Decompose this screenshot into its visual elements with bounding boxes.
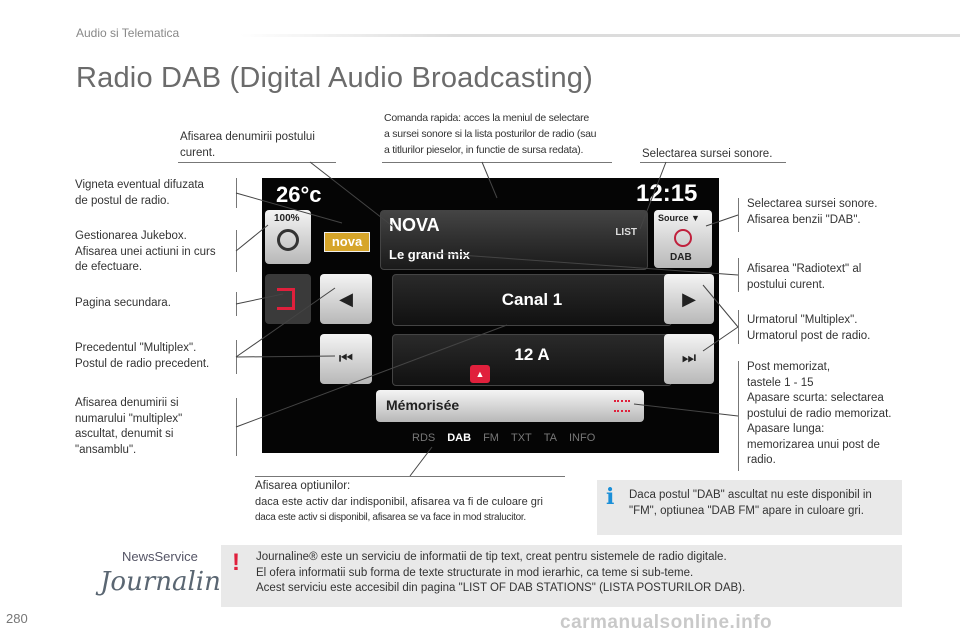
info-icon: i xyxy=(606,484,615,510)
clock-display: 12:15 xyxy=(636,180,698,207)
radio-screen: 26°c 12:15 100% nova NOVA LIST Le grand … xyxy=(262,178,719,453)
callout-jukebox: Gestionarea Jukebox.Afisarea unei actiun… xyxy=(75,230,216,273)
leader-line xyxy=(235,355,336,358)
callout-previous: Precedentul "Multiplex".Postul de radio … xyxy=(75,342,210,370)
option-info[interactable]: INFO xyxy=(569,432,596,444)
leader-line xyxy=(235,324,508,428)
callout-bracket xyxy=(738,258,739,292)
prev-icon: ◀ xyxy=(339,289,353,309)
callout-bracket xyxy=(738,361,739,471)
callout-rule xyxy=(255,476,565,477)
leader-line xyxy=(431,252,739,276)
leader-line xyxy=(235,224,269,252)
temperature-display: 26°c xyxy=(276,182,322,207)
next-station-button[interactable]: ⏭ xyxy=(664,334,714,384)
section-header: Audio si Telematica xyxy=(76,26,180,40)
station-name: NOVA xyxy=(389,215,440,235)
station-logo: nova xyxy=(324,232,370,252)
option-rds[interactable]: RDS xyxy=(412,432,436,444)
page-title: Radio DAB (Digital Audio Broadcasting) xyxy=(76,62,593,94)
option-ta[interactable]: TA xyxy=(543,432,557,444)
callout-bracket xyxy=(738,198,739,232)
leader-line xyxy=(705,214,739,227)
callout-bracket xyxy=(738,310,739,344)
up-arrow-icon: ▲ xyxy=(475,369,485,379)
dab-band-label: DAB xyxy=(670,252,692,263)
callout-source-band: Selectarea sursei sonore.Afisarea benzii… xyxy=(747,198,878,226)
callout-options: Afisarea optiunilor: daca este activ dar… xyxy=(255,480,543,523)
callout-secondary-page: Pagina secundara. xyxy=(75,297,171,309)
next-icon: ▶ xyxy=(682,289,696,309)
callout-rule xyxy=(382,162,612,163)
leader-line xyxy=(702,326,739,352)
list-label[interactable]: LIST xyxy=(615,227,637,238)
volume-label: 100% xyxy=(274,213,300,224)
ensemble-name-field: Canal 1 xyxy=(392,274,672,326)
option-dab[interactable]: DAB xyxy=(447,432,472,444)
info-note: i Daca postul "DAB" ascultat nu este dis… xyxy=(597,480,902,535)
radiotext-display: Le grand mix xyxy=(389,247,470,262)
radio-signal-icon xyxy=(674,229,692,247)
leader-line xyxy=(633,403,739,417)
info-note-text: Daca postul "DAB" ascultat nu este dispo… xyxy=(629,489,872,501)
previous-station-button[interactable]: ⏮ xyxy=(320,334,372,384)
leader-line xyxy=(481,161,498,199)
source-button[interactable]: Source ▼ DAB xyxy=(654,210,712,268)
callout-rule xyxy=(640,162,786,163)
jukebox-button[interactable]: 100% xyxy=(265,210,311,264)
journaline-logo: NewsService Journaline xyxy=(100,549,237,597)
seek-back-icon: ⏮ xyxy=(338,350,354,367)
option-txt[interactable]: TXT xyxy=(510,432,532,444)
leader-line xyxy=(409,446,433,477)
leader-line xyxy=(235,293,284,305)
leader-line xyxy=(639,161,667,230)
secondary-page-button[interactable] xyxy=(265,274,311,324)
header-rule xyxy=(240,34,960,37)
previous-multiplex-button[interactable]: ◀ xyxy=(320,274,372,324)
leader-line xyxy=(235,287,336,358)
callout-source-top: Selectarea sursei sonore. xyxy=(642,148,773,160)
preset-bars-icon xyxy=(614,400,630,412)
leader-line xyxy=(702,284,739,328)
callout-rule xyxy=(178,162,336,163)
seek-forward-icon: ⏭ xyxy=(681,350,697,367)
next-multiplex-button[interactable]: ▶ xyxy=(664,274,714,324)
jukebox-icon xyxy=(277,229,299,251)
leader-line xyxy=(309,161,401,233)
warning-note: ! Journaline® este un serviciu de inform… xyxy=(221,545,902,607)
callout-quick-command: Comanda rapida: acces la meniul de selec… xyxy=(384,112,597,156)
station-name-field[interactable]: NOVA LIST Le grand mix xyxy=(380,210,648,270)
callout-next: Urmatorul "Multiplex".Urmatorul post de … xyxy=(747,314,871,342)
options-bar: RDS DAB FM TXT TA INFO xyxy=(412,432,648,448)
warning-icon: ! xyxy=(232,549,240,576)
page-number: 280 xyxy=(6,611,28,626)
expand-up-button[interactable]: ▲ xyxy=(470,365,490,383)
option-fm[interactable]: FM xyxy=(483,432,499,444)
info-note-text: "FM", optiunea "DAB FM" apare in culoare… xyxy=(629,504,864,517)
leader-line xyxy=(235,192,343,224)
watermark: carmanualsonline.info xyxy=(560,612,773,633)
memorized-station-button[interactable]: Mémorisée xyxy=(376,390,644,422)
secondary-page-icon xyxy=(277,288,295,310)
